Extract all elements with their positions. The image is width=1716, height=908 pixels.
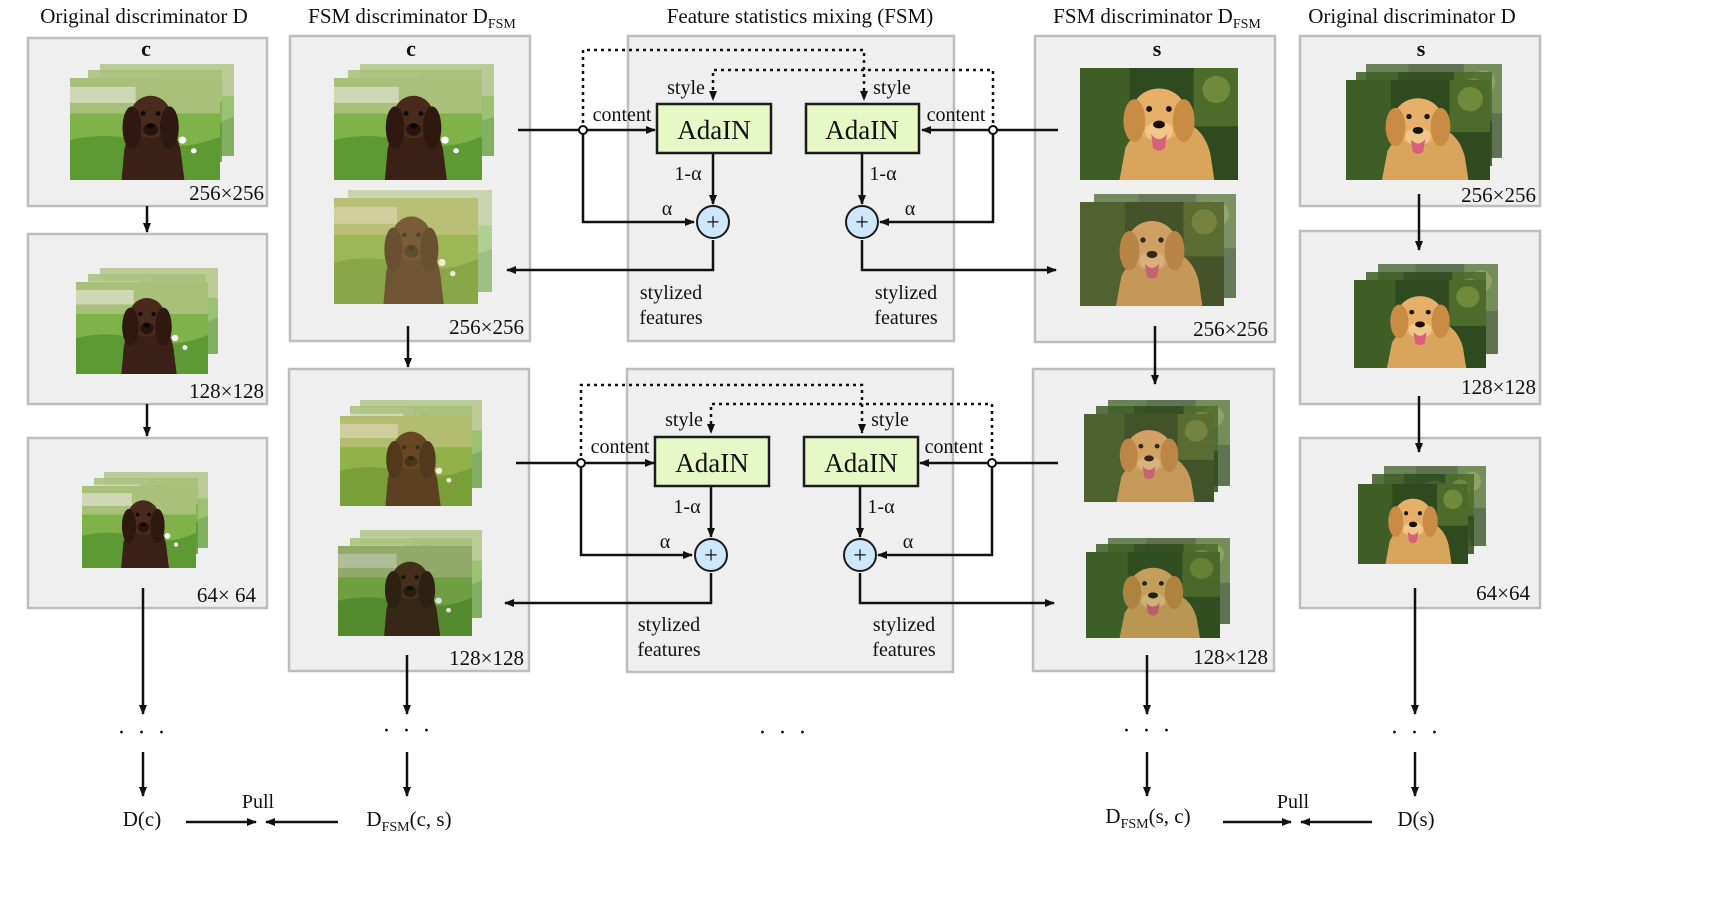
adain-box-top-left [655,102,773,155]
res-orig-right-64: 64×64 [1476,581,1530,605]
stylized-golden-256 [1080,194,1236,306]
sum-node-top-left [696,205,730,239]
alpha-bottom-left: α [660,531,671,553]
feature-stack-golden-256-orig [1346,64,1502,180]
stylized-label-top-right-1: stylized [875,282,937,304]
title-orig-left: Original discriminator D [40,4,248,28]
stylized-brown-128 [338,530,482,636]
adain-box-top-right [804,102,921,155]
stylized-label-top-left-2: features [639,307,703,329]
style-label-bottom-left: style [665,409,703,431]
output-d-c: D(c) [123,807,161,831]
sum-node-bottom-right [843,538,877,572]
content-label-bottom-left: content [591,436,650,458]
feature-stack-golden-128-fsm [1084,400,1230,502]
output-d-fsm-sc: DFSM(s, c) [1105,804,1190,832]
res-orig-left-128: 128×128 [189,379,264,403]
title-fsm-left: FSM discriminator DFSM [308,4,516,32]
res-fsm-right-128: 128×128 [1193,645,1268,669]
res-fsm-right-256: 256×256 [1193,317,1268,341]
content-label-top-right: content [927,104,986,126]
output-d-fsm-cs: DFSM(c, s) [366,807,451,835]
res-orig-right-128: 128×128 [1461,375,1536,399]
input-c-fsm: c [406,36,416,61]
feature-stack-brown-128-fsm [340,400,482,506]
plus-top-left: + [706,210,720,236]
res-fsm-left-128: 128×128 [449,646,524,670]
style-label-top-left: style [667,77,705,99]
plus-bottom-left: + [704,543,718,569]
adain-box-bottom-left [653,435,771,488]
plus-bottom-right: + [853,543,867,569]
stylized-label-bottom-right-2: features [872,639,936,661]
res-orig-right-256: 256×256 [1461,183,1536,207]
fsm-center-panel-bottom [625,367,955,674]
feature-stack-golden-128-orig [1354,264,1498,368]
sum-node-top-right [845,205,879,239]
alpha-top-left: α [662,198,673,220]
pull-label-right: Pull [1277,791,1310,813]
adain-label-bottom-left: AdaIN [675,448,748,478]
feature-stack-brown-256-orig [70,64,234,180]
ellipsis-orig-right: · · · [1391,720,1442,746]
stylized-label-bottom-left-1: stylized [638,614,700,636]
adain-box-bottom-right [802,435,920,488]
ellipsis-center: · · · [759,720,810,746]
feature-stack-brown-64-orig [82,472,208,568]
input-s-fsm: s [1153,36,1162,61]
one-minus-alpha-bottom-left: 1-α [673,496,701,518]
alpha-bottom-right: α [903,531,914,553]
content-label-top-left: content [593,104,652,126]
stylized-golden-128 [1086,538,1230,638]
res-fsm-left-256: 256×256 [449,315,524,339]
fsm-block-top [506,48,1058,274]
res-orig-left-256: 256×256 [189,181,264,205]
stylized-label-bottom-right-1: stylized [873,614,935,636]
feature-stack-golden-256-fsm [1080,68,1238,180]
one-minus-alpha-bottom-right: 1-α [867,496,895,518]
feature-stack-golden-64-orig [1358,466,1486,564]
one-minus-alpha-top-right: 1-α [869,163,897,185]
adain-label-top-left: AdaIN [677,115,750,145]
ellipsis-fsm-left: · · · [383,718,434,744]
title-fsm-center: Feature statistics mixing (FSM) [667,4,934,28]
plus-top-right: + [855,210,869,236]
fsm-block-bottom [504,383,1058,607]
adain-label-top-right: AdaIN [825,115,898,145]
style-label-top-right: style [873,77,911,99]
input-c-orig: c [141,36,151,61]
pull-label-left: Pull [242,791,275,813]
stylized-label-top-right-2: features [874,307,938,329]
input-s-orig: s [1417,36,1426,61]
ellipsis-fsm-right: · · · [1123,718,1174,744]
sum-node-bottom-left [694,538,728,572]
res-orig-left-64: 64× 64 [197,583,257,607]
style-label-bottom-right: style [871,409,909,431]
one-minus-alpha-top-left: 1-α [674,163,702,185]
stylized-label-top-left-1: stylized [640,282,702,304]
ellipsis-orig-left: · · · [118,720,169,746]
adain-label-bottom-right: AdaIN [824,448,897,478]
title-fsm-right: FSM discriminator DFSM [1053,4,1261,32]
title-orig-right: Original discriminator D [1308,4,1516,28]
fsm-center-panel-top [626,34,956,343]
stylized-label-bottom-left-2: features [637,639,701,661]
feature-stack-brown-256-fsm [334,64,494,180]
feature-stack-brown-128-orig [76,268,218,374]
vertical-arrows [139,194,1423,797]
alpha-top-right: α [905,198,916,220]
output-d-s: D(s) [1397,807,1434,831]
content-label-bottom-right: content [925,436,984,458]
stylized-brown-256 [334,190,492,304]
